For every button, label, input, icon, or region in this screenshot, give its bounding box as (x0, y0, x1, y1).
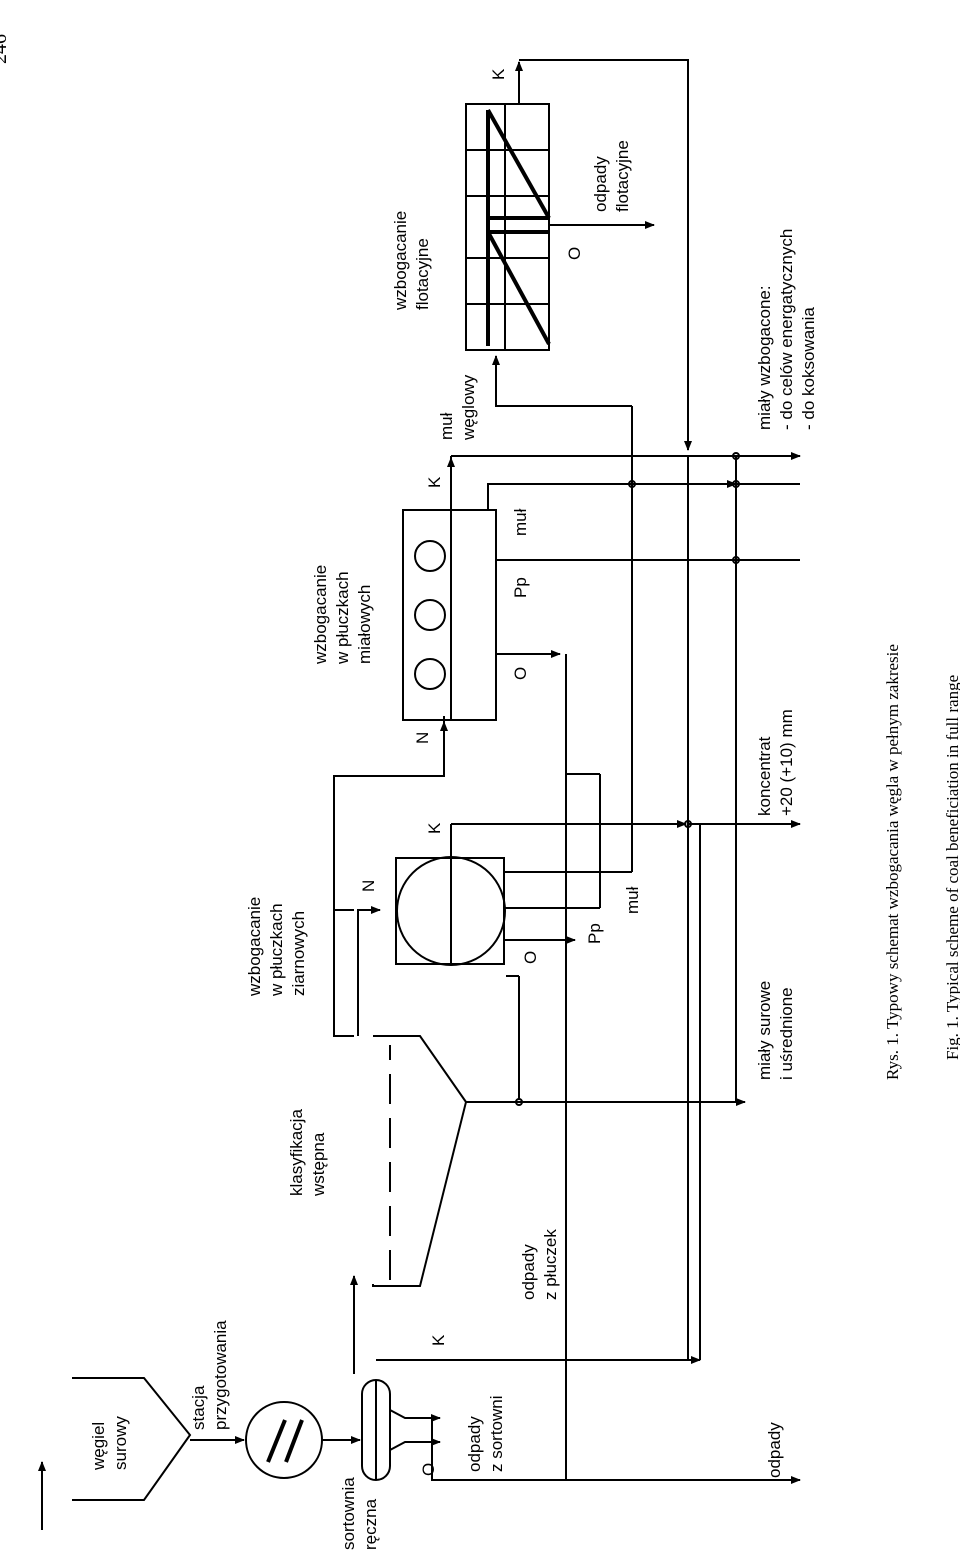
label-wegiel-surowy: węgiel surowy (89, 1416, 130, 1471)
label-flotacyjne: wzbogacanie flotacyjne (391, 206, 432, 311)
crusher-icon (245, 1401, 323, 1479)
labels: węgiel surowy stacja przygotowania sorto… (89, 68, 818, 1550)
screen-icon (372, 1035, 468, 1287)
label-o-flotation: O (565, 247, 584, 260)
label-sortownia: sortownia ręczna (339, 1473, 380, 1551)
label-koncentrat: koncentrat +20 (+10) mm (755, 709, 796, 816)
caption-polish: Rys. 1. Typowy schemat wzbogacania węgla… (883, 644, 902, 1080)
label-ziarnowych: wzbogacanie w płuczkach ziarnowych (245, 892, 308, 997)
label-o-coarse: O (521, 951, 540, 964)
hopper (72, 1377, 192, 1501)
label-mialy-surowe: miały surowe i uśrednione (755, 976, 796, 1080)
label-k-sorting: K (429, 1334, 448, 1346)
caption-english: Fig. 1. Typical scheme of coal beneficia… (943, 675, 960, 1060)
label-odpady-sortowni: odpady z sortowni (465, 1395, 506, 1472)
label-o-fine: O (511, 667, 530, 680)
label-n-fine: N (413, 732, 432, 744)
label-k-coarse: K (425, 822, 444, 834)
label-mul-weglowy: muł węglowy (437, 374, 478, 441)
hand-sorting-conveyor-icon (361, 1379, 441, 1481)
label-pp-coarse: Pp (585, 923, 604, 944)
label-mialowych: wzbogacanie w płuczkach miałowych (311, 560, 374, 665)
label-odpady-final: odpady (765, 1422, 784, 1478)
label-stacja: stacja przygotowania (189, 1320, 230, 1430)
page-number: 246 (0, 34, 11, 64)
label-k-fine: K (425, 476, 444, 488)
label-mul-fine: muł (511, 508, 530, 536)
label-odpady-flotacyjne: odpady flotacyjne (591, 140, 632, 212)
label-o-sorting: O (419, 1463, 438, 1476)
flotation-cells-icon (465, 103, 551, 351)
diagram-lines (38, 59, 801, 1530)
label-n-coarse: N (359, 880, 378, 892)
label-klasyfikacja: klasyfikacja wstępna (287, 1104, 328, 1197)
label-mialy-wzbogacone: miały wzbogacone: - do celów energatyczn… (755, 224, 818, 430)
coarse-washer-icon (395, 856, 506, 966)
label-odpady-pluczek: odpady z płuczek (519, 1229, 560, 1300)
fine-washer-icon (402, 456, 497, 721)
label-mul-coarse: muł (623, 886, 642, 914)
label-pp-fine: Pp (511, 577, 530, 598)
label-k-flotation: K (489, 68, 508, 80)
